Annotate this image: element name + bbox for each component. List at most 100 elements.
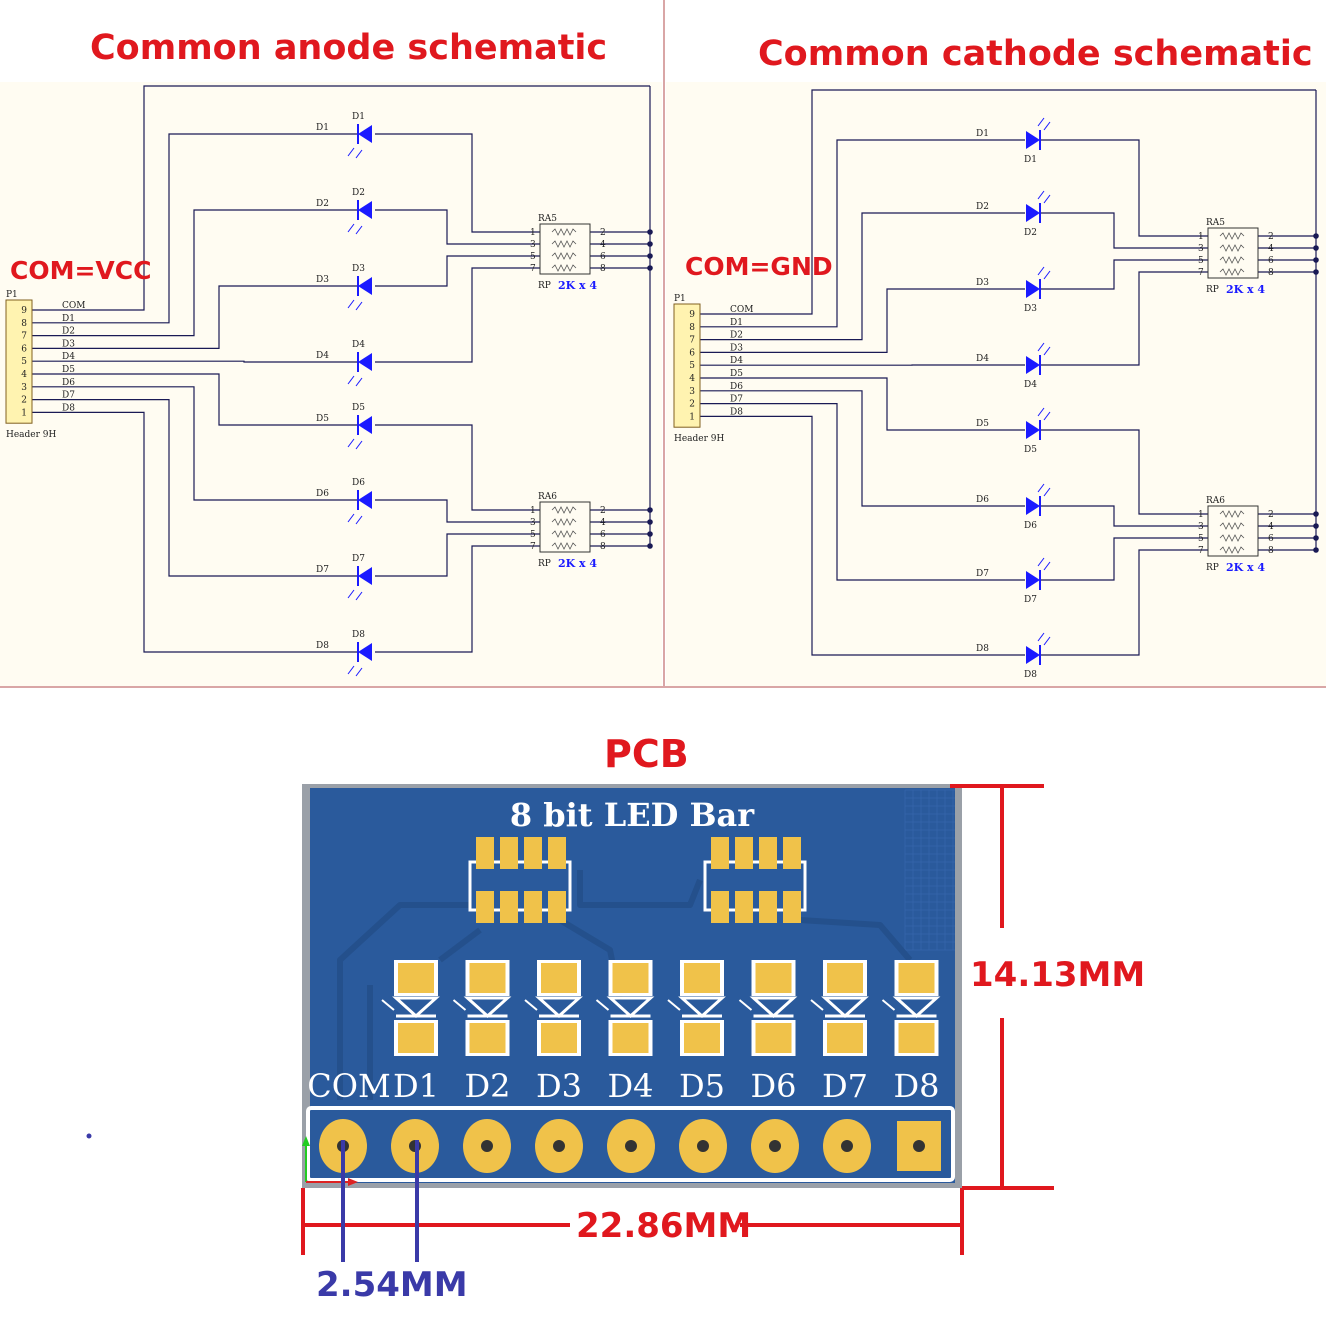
pcb-silkscreen-title: 8 bit LED Bar: [510, 796, 755, 834]
resistor-pack-value: 2K x 4: [558, 279, 597, 292]
resistor-pack-ref: RA6: [538, 492, 557, 502]
resistor-pin-number: 1: [1198, 510, 1204, 520]
diode-symbol: [1026, 646, 1040, 664]
diode-ref: D7: [352, 554, 365, 564]
resistor-pack-value: 2K x 4: [558, 557, 597, 570]
resistor-pack-type: RP: [538, 281, 551, 291]
diode-ref: D2: [352, 188, 365, 198]
pcb-board-text: 8 bit LED Bar: [510, 796, 755, 834]
led-pad: [398, 1023, 434, 1053]
led-silk-arrow: [392, 996, 440, 1019]
diode-ref: D5: [352, 403, 365, 413]
light-arrow: [347, 665, 355, 675]
diode-symbol: [358, 201, 372, 219]
resistor-pack-ref: RA6: [1206, 496, 1225, 506]
resistor-pack-body: [1207, 227, 1259, 279]
resistor-pin-number: 4: [1268, 522, 1274, 532]
smd-pad: [711, 891, 729, 923]
resistor-pin-number: 4: [600, 518, 606, 528]
wire: [700, 390, 1025, 507]
led-silk-arrow: [678, 996, 726, 1019]
diode-symbol: [358, 491, 372, 509]
led-pad: [755, 963, 792, 993]
junction-dot: [1313, 523, 1319, 529]
led-light-arrow: [595, 999, 610, 1011]
resistor-pin-number: 5: [1198, 534, 1204, 544]
resistor-pin-number: 7: [1198, 546, 1204, 556]
wire: [1041, 271, 1208, 366]
header-signal-label: D2: [62, 327, 75, 337]
led-silk-arrow: [892, 996, 941, 1019]
wire: [32, 386, 357, 501]
light-arrow: [355, 225, 363, 235]
led-pad: [827, 1023, 863, 1053]
light-arrow: [347, 147, 355, 157]
diode-symbol: [358, 567, 372, 585]
wire: [700, 288, 1025, 353]
resistor-pin-number: 3: [1198, 522, 1204, 532]
header-body: [5, 299, 33, 424]
resistor-pin-number: 6: [1268, 256, 1274, 266]
led-pad: [612, 963, 649, 993]
header-signal-label: D7: [62, 391, 75, 401]
wire: [32, 285, 357, 349]
cathode-schematic-panel: [666, 82, 1326, 687]
light-arrow: [1037, 483, 1045, 493]
smd-pad: [548, 891, 566, 923]
diode-ref: D2: [1024, 228, 1037, 238]
header-pin-number: 5: [689, 361, 695, 371]
junction-dot: [647, 229, 653, 235]
header-body: [673, 303, 701, 428]
light-arrow: [1037, 117, 1045, 127]
wire: [1041, 537, 1208, 581]
wire: [375, 533, 540, 577]
led-pad: [541, 1023, 577, 1053]
header-signal-label: D2: [730, 331, 743, 341]
wire: [32, 133, 357, 324]
smd-pad: [548, 837, 566, 869]
resistor-pin-number: 2: [1268, 232, 1274, 242]
light-arrow: [355, 149, 363, 159]
light-arrow: [1043, 346, 1051, 356]
resistor-zigzag: [1219, 546, 1245, 554]
led-silk-arrow: [821, 996, 869, 1019]
net-label: D4: [316, 351, 329, 361]
net-label: D3: [976, 278, 989, 288]
diode-ref: D6: [1024, 521, 1037, 531]
wire: [1041, 429, 1208, 515]
resistor-pack-type: RP: [538, 559, 551, 569]
resistor-pin-number: 1: [530, 506, 536, 516]
pcb-pin-label: D3: [536, 1067, 582, 1105]
resistor-pin-number: 5: [530, 252, 536, 262]
pcb-pin-label: D8: [893, 1067, 939, 1105]
resistor-pin-number: 2: [600, 228, 606, 238]
resistor-pin-number: 3: [1198, 244, 1204, 254]
led-pad: [612, 1023, 649, 1053]
diode-symbol: [1026, 571, 1040, 589]
led-pad: [898, 963, 935, 993]
pcb-pin-label: D7: [822, 1067, 868, 1105]
led-light-arrow: [381, 999, 395, 1011]
junction-dot: [1313, 257, 1319, 263]
led-pad: [541, 963, 577, 993]
resistor-zigzag: [1219, 522, 1245, 530]
pcb-led-footprints: [381, 960, 941, 1056]
resistor-pack-value: 2K x 4: [1226, 283, 1265, 296]
diode-symbol: [358, 353, 372, 371]
light-arrow: [1043, 121, 1051, 131]
resistor-pin-number: 1: [1198, 232, 1204, 242]
pcb-header-pads: [319, 1119, 941, 1173]
pad-hole: [553, 1140, 565, 1152]
wire: [32, 399, 357, 577]
smd-pad: [524, 837, 542, 869]
wire: [1041, 259, 1208, 290]
header-signal-label: D1: [730, 318, 743, 328]
resistor-zigzag: [551, 518, 577, 526]
cathode-title: Common cathode schematic: [758, 34, 1313, 74]
pad-hole: [625, 1140, 637, 1152]
pad-hole: [913, 1140, 925, 1152]
